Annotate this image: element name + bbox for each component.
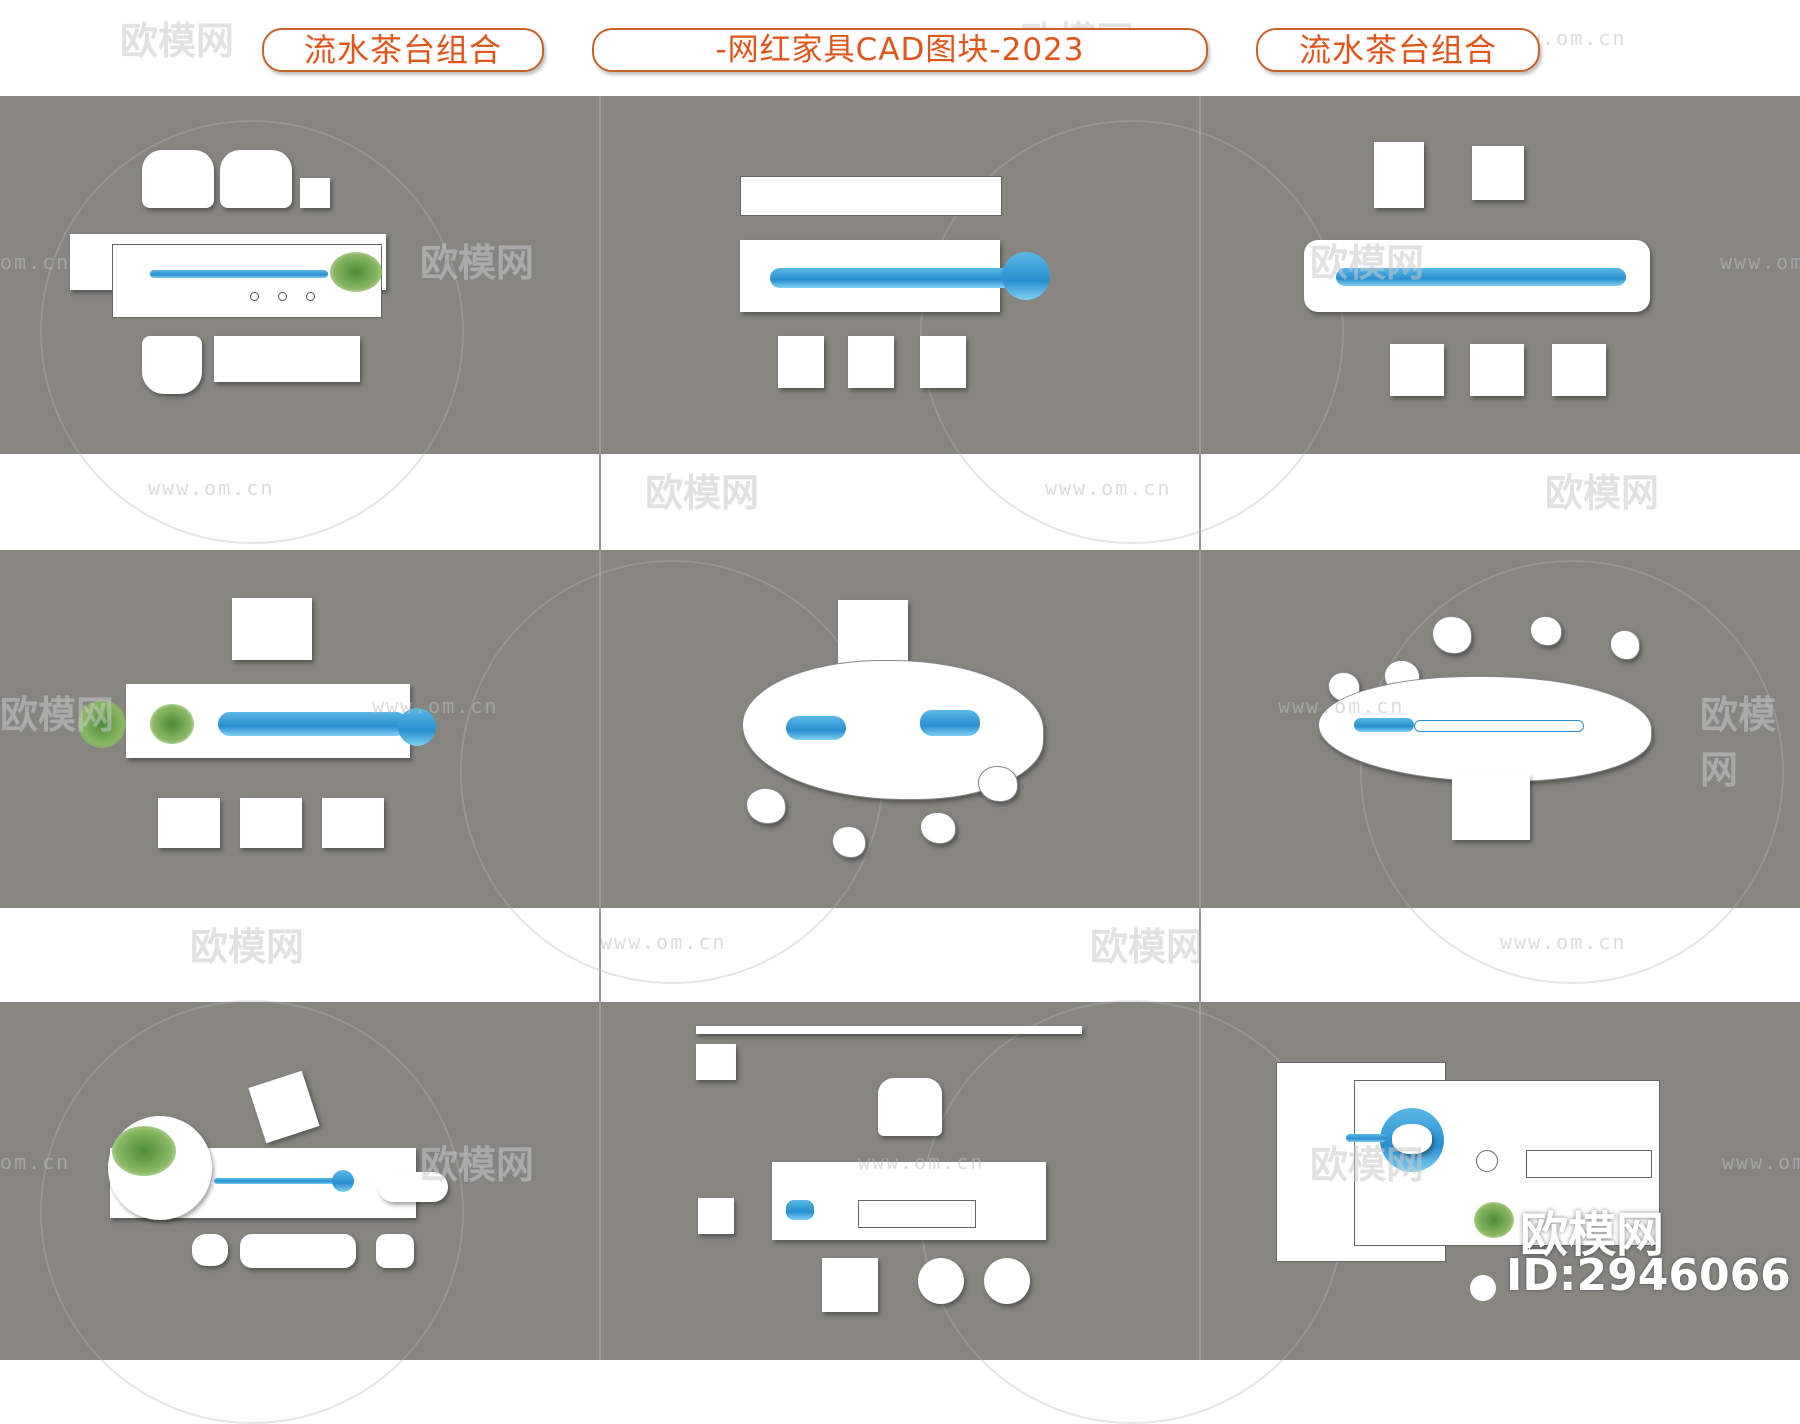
- side-table: [696, 1044, 736, 1080]
- watermark-logo: 欧模网: [1310, 241, 1425, 285]
- footer-id: ID:2946066: [1506, 1250, 1791, 1301]
- rock-stool: [1432, 616, 1472, 654]
- watermark-logo: 欧模网: [190, 925, 305, 969]
- armchair: [878, 1078, 942, 1136]
- plant: [112, 1126, 176, 1176]
- watermark-url: www.om.cn: [858, 1150, 985, 1174]
- stool: [1470, 344, 1524, 396]
- tea-cup: [250, 292, 259, 301]
- rock-stool: [1530, 616, 1562, 646]
- watermark-logo: 欧模网: [420, 1143, 535, 1187]
- watermark-url: www.om.cn: [372, 694, 499, 718]
- stool: [240, 798, 302, 848]
- plant: [330, 252, 382, 292]
- stool: [158, 798, 220, 848]
- watermark-logo: 欧模网: [1090, 925, 1205, 969]
- watermark-url-partial: om.cn: [0, 250, 71, 274]
- watermark-logo: 欧模网: [420, 241, 535, 285]
- water-channel: [218, 712, 408, 736]
- footer-logo: 欧模网: [1520, 1207, 1665, 1263]
- stool: [1390, 344, 1444, 396]
- title-right-pill: 流水茶台组合: [1256, 28, 1540, 72]
- water-channel-outline: [1414, 720, 1584, 732]
- water-channel: [214, 1178, 342, 1184]
- water-basin: [332, 1170, 354, 1192]
- watermark-url-partial: www.om.cn: [1720, 250, 1800, 274]
- watermark-logo-partial: 欧模网: [1700, 693, 1777, 792]
- top-banner: 欧模网 欧模网 www.om.cn 流水茶台组合 -网红家具CAD图块-2023…: [0, 0, 1800, 96]
- water-channel: [1354, 718, 1414, 732]
- column-divider: [1199, 96, 1201, 1360]
- watermark-logo: 欧模网: [645, 471, 760, 515]
- armchair: [142, 150, 214, 208]
- water-channel: [770, 268, 1014, 288]
- plant: [1474, 1202, 1514, 1238]
- round-stool: [918, 1258, 964, 1304]
- bench: [214, 336, 360, 382]
- plant: [78, 700, 126, 748]
- watermark-arc: [1360, 560, 1784, 984]
- tea-cup: [306, 292, 315, 301]
- water-channel: [150, 270, 328, 278]
- watermark-logo: 欧模网: [120, 19, 235, 63]
- title-left-pill: 流水茶台组合: [262, 28, 544, 72]
- watermark-logo: 欧模网: [1545, 471, 1660, 515]
- stool: [1552, 344, 1606, 396]
- armchair: [220, 150, 292, 208]
- watermark-logo: 欧模网: [1310, 1143, 1425, 1187]
- watermark-url-partial: om.cn: [0, 1150, 71, 1174]
- watermark-arc: [920, 120, 1344, 544]
- side-table: [300, 178, 330, 208]
- rock-stool: [746, 788, 786, 824]
- title-center-pill: -网红家具CAD图块-2023: [592, 28, 1208, 72]
- id-dot-icon: [1470, 1275, 1496, 1301]
- grid-panel: [1526, 1150, 1652, 1178]
- water-channel: [1336, 268, 1626, 286]
- water-basin: [786, 1200, 814, 1220]
- stool: [376, 1234, 414, 1268]
- side-table: [698, 1198, 734, 1234]
- rock-tray: [378, 1172, 448, 1202]
- armchair: [838, 600, 908, 666]
- watermark-url-partial: www.om.cn: [1722, 1150, 1800, 1174]
- round-stool: [984, 1258, 1030, 1304]
- rock-stool: [832, 826, 866, 858]
- rock-stool: [920, 812, 956, 844]
- stool: [192, 1234, 228, 1266]
- watermark-logo-partial: 欧模网: [0, 693, 115, 737]
- top-bench-line: [696, 1026, 1082, 1034]
- water-basin: [1002, 252, 1050, 300]
- water-pool: [920, 710, 980, 736]
- armchair: [1472, 146, 1524, 200]
- armchair: [1374, 142, 1424, 208]
- water-basin: [398, 708, 436, 746]
- watermark-arc: [40, 120, 464, 544]
- water-pool: [786, 716, 846, 740]
- water-channel: [1346, 1134, 1386, 1142]
- round-seat: [1476, 1150, 1498, 1172]
- bench: [240, 1234, 356, 1268]
- tea-tray: [858, 1200, 976, 1228]
- tea-cup: [278, 292, 287, 301]
- stool: [848, 336, 894, 388]
- plant: [150, 704, 194, 744]
- rock: [1392, 1124, 1432, 1154]
- bench-long: [740, 176, 1002, 216]
- stool: [778, 336, 824, 388]
- armchair: [1452, 774, 1530, 840]
- stool: [920, 336, 966, 388]
- armchair: [142, 336, 202, 394]
- watermark-url: www.om.cn: [1278, 694, 1405, 718]
- rock-stool: [978, 766, 1018, 802]
- rock-stool: [1610, 630, 1640, 660]
- armchair: [232, 598, 312, 660]
- stool: [322, 798, 384, 848]
- armchair: [822, 1258, 878, 1312]
